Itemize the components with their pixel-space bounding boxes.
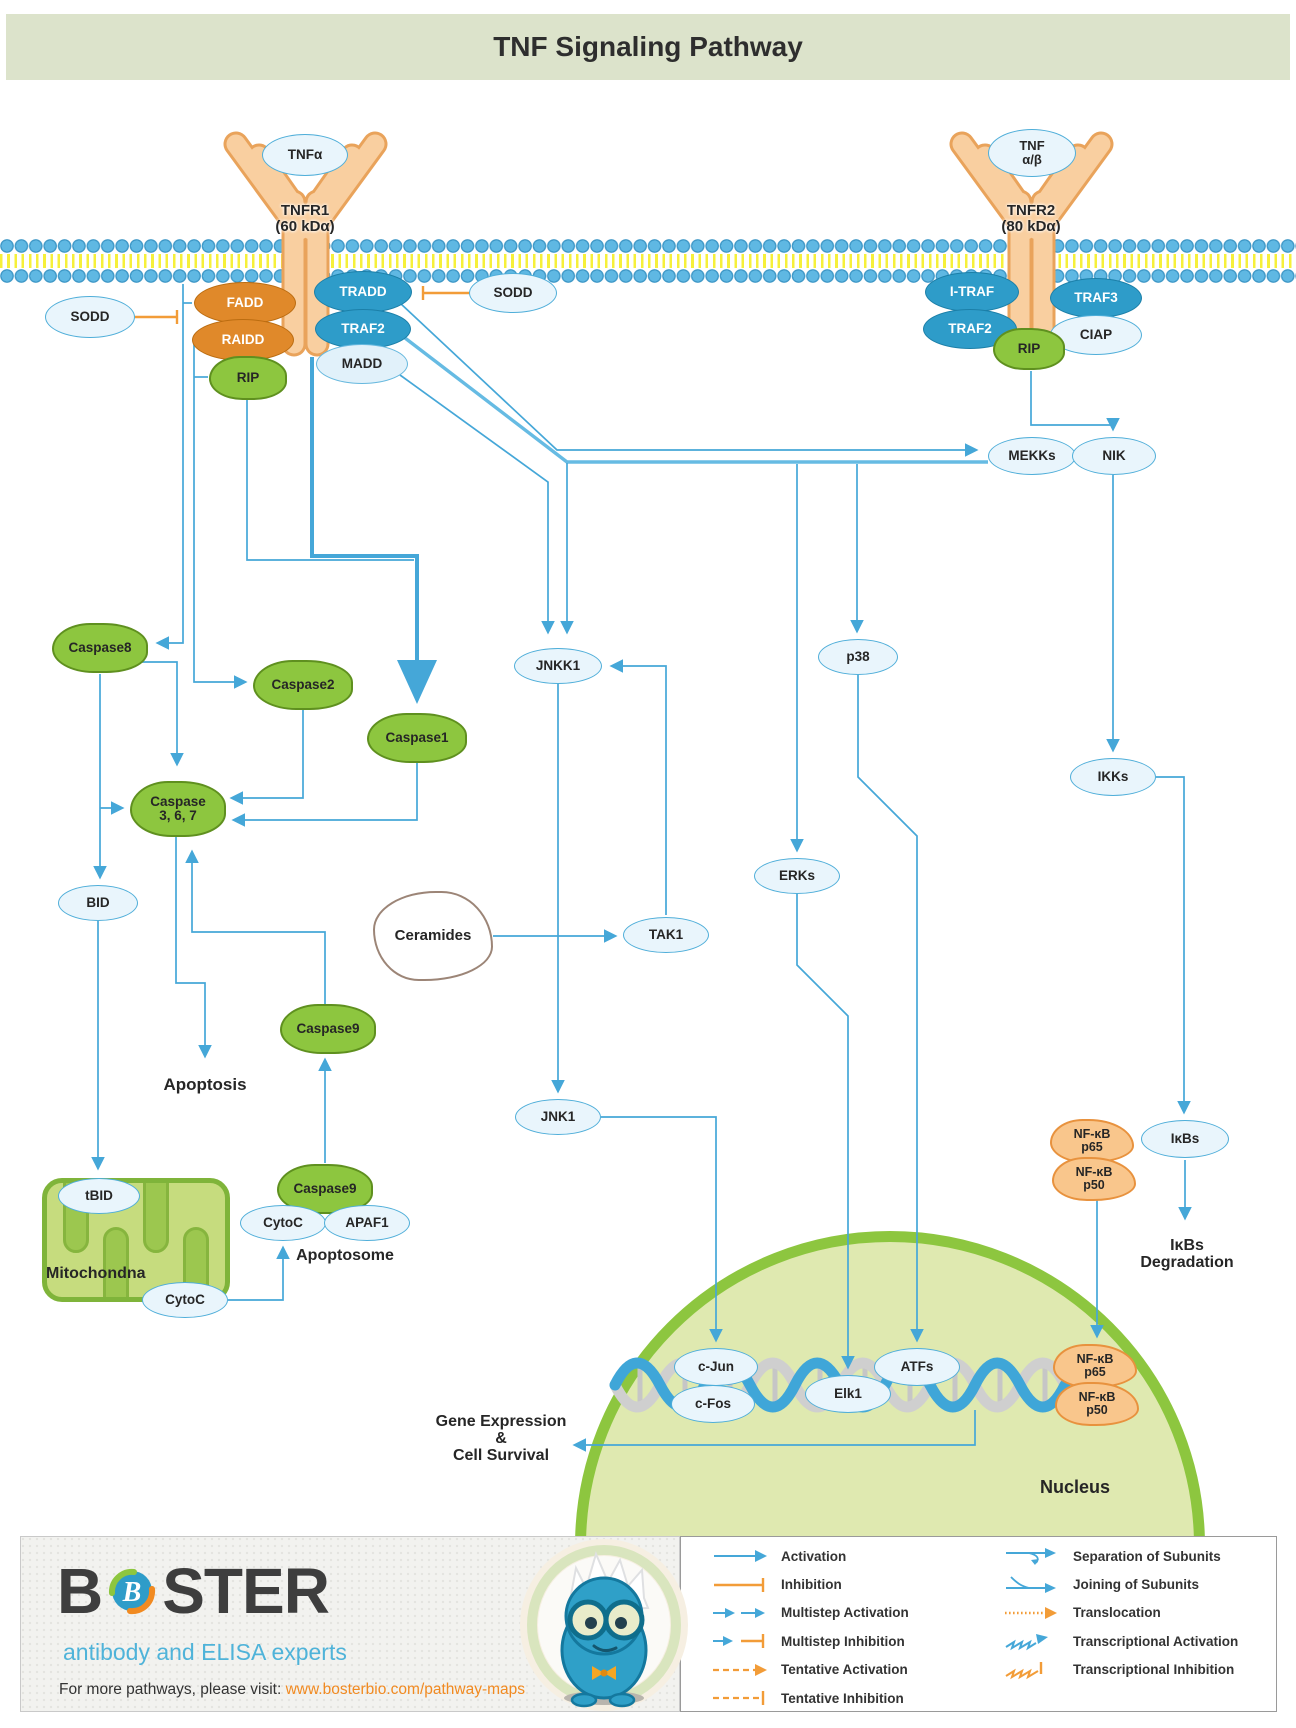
label-mitochondria: Mitochondna bbox=[46, 1265, 146, 1282]
visit-line: For more pathways, please visit: www.bos… bbox=[59, 1681, 525, 1699]
legend-item-tentative-inhibition: Tentative Inhibition bbox=[711, 1684, 909, 1712]
legend-item-translocation: Translocation bbox=[1003, 1599, 1238, 1627]
label-tnfr1: TNFR1(60 kDα) bbox=[275, 202, 335, 235]
legend-item-transcriptional-inhibition: Transcriptional Inhibition bbox=[1003, 1656, 1238, 1684]
translocation-icon bbox=[1005, 1606, 1057, 1619]
inhibition-bar-icon bbox=[714, 1577, 765, 1592]
node-erks: ERKs bbox=[754, 858, 840, 894]
node-cjun: c-Jun bbox=[674, 1348, 758, 1386]
legend-item-joining: Joining of Subunits bbox=[1003, 1570, 1238, 1598]
node-nik: NIK bbox=[1072, 437, 1156, 475]
node-raidd: RAIDD bbox=[192, 319, 294, 361]
node-jnk1: JNK1 bbox=[515, 1099, 601, 1135]
brand-tagline: antibody and ELISA experts bbox=[63, 1639, 347, 1665]
node-cfos: c-Fos bbox=[671, 1385, 755, 1423]
node-rip-tnfr2: RIP bbox=[993, 328, 1065, 370]
svg-text:B: B bbox=[122, 1577, 142, 1608]
node-tradd: TRADD bbox=[314, 271, 412, 313]
node-caspase8: Caspase8 bbox=[52, 623, 148, 673]
legend-item-inhibition: Inhibition bbox=[711, 1570, 909, 1598]
legend-item-tentative-activation: Tentative Activation bbox=[711, 1656, 909, 1684]
node-tnf-alpha: TNFα bbox=[262, 134, 348, 176]
node-apaf1: APAF1 bbox=[324, 1205, 410, 1241]
node-traf3: TRAF3 bbox=[1050, 278, 1142, 318]
node-itraf: I-TRAF bbox=[925, 272, 1019, 312]
pathway-maps-link[interactable]: www.bosterbio.com/pathway-maps bbox=[285, 1681, 526, 1698]
title-band: TNF Signaling Pathway bbox=[6, 14, 1290, 80]
node-caspase9-upper: Caspase9 bbox=[280, 1004, 376, 1054]
legend-item-activation: Activation bbox=[711, 1542, 909, 1570]
node-mekks: MEKKs bbox=[988, 437, 1076, 475]
activation-arrow-icon bbox=[714, 1550, 767, 1563]
visit-prefix: For more pathways, please visit: bbox=[59, 1681, 286, 1698]
node-jnkk1: JNKK1 bbox=[514, 648, 602, 684]
tentative-inhibition-icon bbox=[713, 1691, 765, 1706]
boster-logo: B B STER bbox=[57, 1555, 330, 1627]
legend-box: Activation Inhibition Multistep Activati… bbox=[680, 1536, 1277, 1712]
node-ceramides: Ceramides bbox=[373, 891, 493, 981]
label-apoptosis: Apoptosis bbox=[163, 1075, 247, 1094]
multistep-activation-icon bbox=[713, 1607, 765, 1618]
mito-crista bbox=[143, 1183, 169, 1253]
legend-item-transcriptional-activation: Transcriptional Activation bbox=[1003, 1627, 1238, 1655]
tnfr1-receptor-icon bbox=[223, 131, 388, 357]
label-tnfr2: TNFR2(80 kDα) bbox=[1001, 202, 1061, 235]
boster-mascot-icon bbox=[520, 1539, 688, 1711]
tnfr2-receptor-icon bbox=[949, 131, 1114, 357]
joining-of-subunits-icon bbox=[1006, 1575, 1056, 1593]
node-sodd-left: SODD bbox=[45, 296, 135, 338]
node-ikks: IKKs bbox=[1070, 758, 1156, 796]
legend-item-multistep-inhibition: Multistep Inhibition bbox=[711, 1627, 909, 1655]
label-nucleus: Nucleus bbox=[1039, 1477, 1111, 1497]
legend-item-multistep-activation: Multistep Activation bbox=[711, 1599, 909, 1627]
node-traf2: TRAF2 bbox=[315, 309, 411, 349]
legend-item-separation: Separation of Subunits bbox=[1003, 1542, 1238, 1570]
separation-of-subunits-icon bbox=[1006, 1548, 1056, 1566]
node-tbid: tBID bbox=[58, 1178, 140, 1214]
mito-crista bbox=[103, 1227, 129, 1297]
node-elk1: Elk1 bbox=[805, 1375, 891, 1413]
node-ciap: CIAP bbox=[1050, 315, 1142, 355]
transcriptional-inhibition-icon bbox=[1005, 1661, 1043, 1679]
label-gene-expression: Gene Expression&Cell Survival bbox=[435, 1413, 567, 1464]
node-p38: p38 bbox=[818, 639, 898, 675]
node-caspase2: Caspase2 bbox=[253, 660, 353, 710]
brand-letter-b: B bbox=[57, 1555, 103, 1627]
node-fadd: FADD bbox=[194, 282, 296, 324]
node-caspase1: Caspase1 bbox=[367, 713, 467, 763]
node-rip-tnfr1: RIP bbox=[209, 356, 287, 400]
node-cytoc-apoptosome: CytoC bbox=[240, 1205, 326, 1241]
node-madd: MADD bbox=[316, 344, 408, 384]
legend-left-column: Activation Inhibition Multistep Activati… bbox=[711, 1542, 909, 1712]
transcriptional-activation-icon bbox=[1005, 1634, 1048, 1651]
node-tak1: TAK1 bbox=[623, 917, 709, 953]
label-apoptosome: Apoptosome bbox=[296, 1247, 394, 1264]
page-title: TNF Signaling Pathway bbox=[493, 31, 803, 62]
node-bid: BID bbox=[58, 885, 138, 921]
inhibition-wires bbox=[135, 286, 469, 324]
boster-o-icon: B bbox=[109, 1568, 156, 1615]
brand-letters-ster: STER bbox=[162, 1555, 330, 1627]
node-cytoc-mito: CytoC bbox=[142, 1282, 228, 1318]
multistep-inhibition-icon bbox=[713, 1634, 765, 1649]
node-atfs: ATFs bbox=[874, 1348, 960, 1386]
legend-right-column: Separation of Subunits Joining of Subuni… bbox=[1003, 1542, 1238, 1684]
node-ikbs: IκBs bbox=[1141, 1120, 1229, 1158]
tentative-activation-icon bbox=[713, 1663, 767, 1676]
node-sodd-right: SODD bbox=[469, 273, 557, 313]
activation-wires bbox=[91, 284, 1192, 1452]
